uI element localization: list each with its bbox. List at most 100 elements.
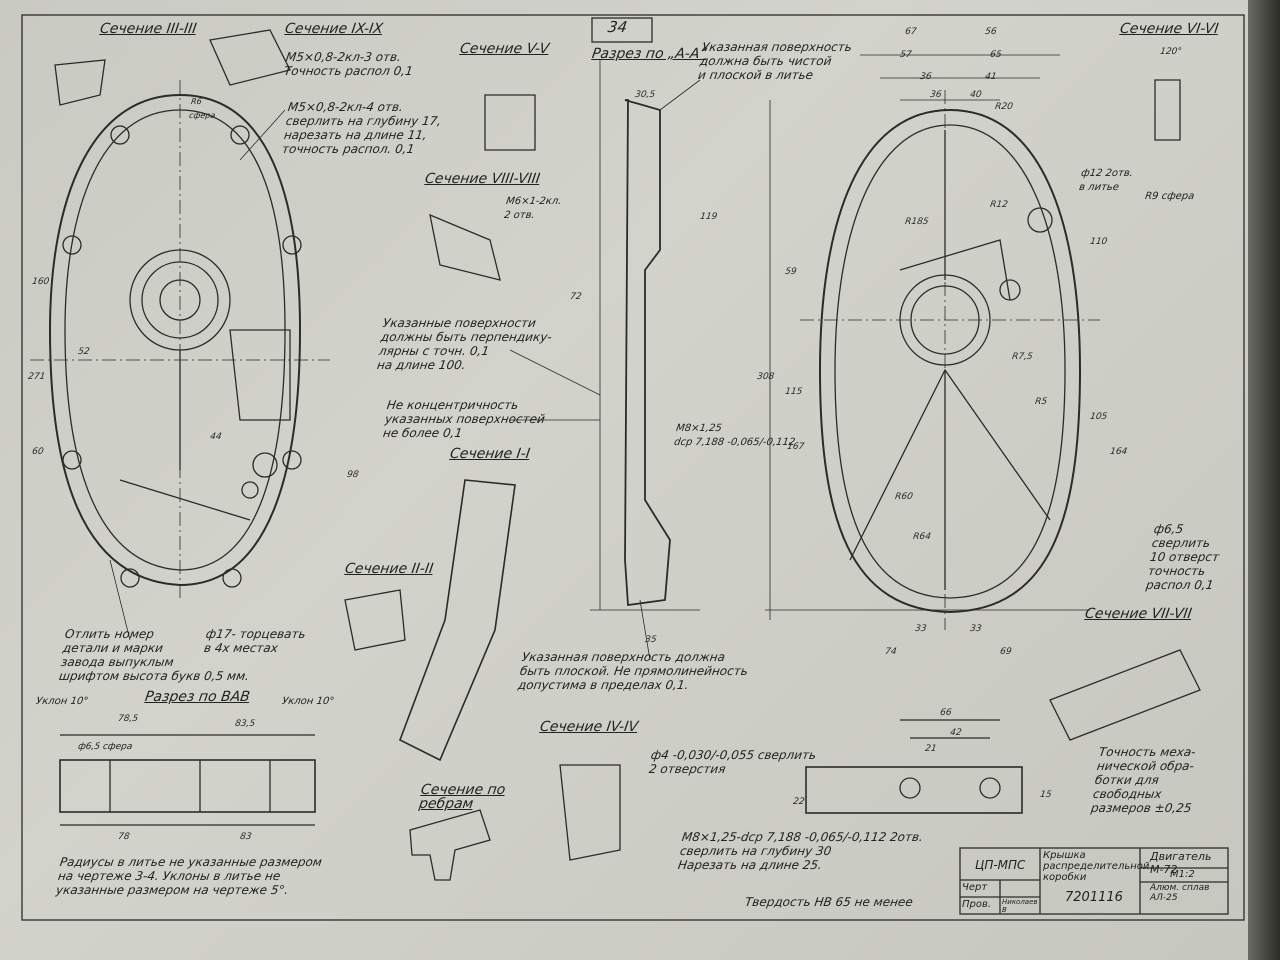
note-tolerance: Точность меха- нической обра- ботки для …	[1090, 745, 1197, 815]
note-m8-2: M8×1,25-dср 7,188 -0,065/-0,112 2отв. св…	[677, 830, 924, 872]
section-title-8: Сечение VIII-VIII	[423, 171, 542, 187]
note-m5-3: M5×0,8-2кл-3 отв. Точность распол 0,1	[283, 50, 414, 78]
dimension: 21	[924, 744, 938, 754]
dimension: 98	[346, 470, 360, 480]
dimension: 33	[969, 624, 983, 634]
dimension: 59	[784, 267, 798, 277]
dimension: 42	[949, 728, 963, 738]
section-4-view	[559, 764, 621, 861]
dimension: 60	[31, 447, 45, 457]
note-concentric: Не концентричность указанных поверхносте…	[382, 398, 546, 440]
dimension: 119	[699, 212, 718, 222]
section-5-view	[484, 94, 536, 151]
section-ribs-view	[409, 809, 491, 881]
dimension: 44	[209, 432, 223, 442]
dimension: R20	[994, 102, 1014, 112]
note-slope-right: Уклон 10°	[281, 696, 335, 707]
section-title-6: Сечение VI-VI	[1118, 21, 1220, 37]
dimension: 66	[939, 708, 953, 718]
dimension: 41	[984, 72, 998, 82]
left-cover-view	[30, 80, 330, 600]
section-bab-view	[59, 734, 316, 826]
dimension: 67	[904, 27, 918, 37]
note-phi17: ф17- торцевать в 4х местах	[203, 627, 307, 655]
dimension: R12	[989, 200, 1009, 210]
dimension: R5	[1034, 397, 1048, 407]
note-radii: Радиусы в литье не указанные размером на…	[55, 855, 323, 897]
dimension: 30,5	[634, 90, 656, 100]
title-block	[959, 847, 1229, 915]
note-phi65: ф6,5 сверлить 10 отверст точность распол…	[1145, 522, 1221, 592]
section-8-view	[429, 213, 501, 281]
dimension: 65	[989, 50, 1003, 60]
title-part-name: Крышка распределительной коробки	[1043, 850, 1150, 883]
dimension: 52	[77, 347, 91, 357]
dimension: 78,5	[117, 714, 139, 724]
dimension: 83	[239, 832, 253, 842]
title-checked-label: Пров.	[962, 899, 992, 910]
section-title-aa: Разрез по „А-А“	[590, 46, 708, 62]
sheet-number-box	[591, 17, 653, 43]
note-surface-clean: Указанная поверхность должна быть чистой…	[697, 40, 853, 82]
note-phi4: ф4 -0,030/-0,055 сверлить 2 отверстия	[648, 748, 818, 776]
dimension: 271	[27, 372, 46, 382]
note-slope-left: Уклон 10°	[35, 696, 89, 707]
dimension: 72	[569, 292, 583, 302]
section-6-view	[1154, 79, 1181, 141]
section-2-view	[344, 589, 406, 651]
leader-lines	[109, 79, 701, 661]
section-3-view	[54, 59, 106, 106]
dimension: R7,5	[1011, 352, 1034, 362]
note-hardness: Твердость НВ 65 не менее	[744, 895, 914, 909]
dimension: 83,5	[234, 719, 256, 729]
title-drawn-label: Черт	[962, 882, 988, 893]
dimension: 40	[969, 90, 983, 100]
title-material: Алюм. сплав АЛ-25	[1150, 883, 1210, 903]
note-m8-small: M8×1,25 dср 7,188 -0,065/-0,112	[673, 423, 796, 448]
section-title-5: Сечение V-V	[458, 41, 551, 57]
section-title-9: Сечение IX-IX	[283, 21, 384, 37]
section-title-bab: Разрез по ВАВ	[143, 689, 251, 705]
drawing-sheet	[0, 0, 1248, 960]
dimension: 308	[756, 372, 775, 382]
dimension: 167	[786, 442, 805, 452]
note-perpendicular: Указанные поверхности должны быть перпен…	[376, 316, 553, 372]
dimension: 56	[984, 27, 998, 37]
section-9-view	[209, 29, 291, 86]
dimension: 36	[919, 72, 933, 82]
drawing-frame	[21, 14, 1245, 921]
dimension: 36	[929, 90, 943, 100]
dimension: 120°	[1159, 47, 1183, 57]
title-product: Двигатель М-72	[1150, 850, 1212, 876]
title-checker: Николаев В	[1002, 898, 1038, 914]
drawing-geometry	[21, 14, 1245, 921]
sheet-number: 34	[606, 18, 629, 36]
dimension: 74	[884, 647, 898, 657]
dimension: 15	[1039, 790, 1053, 800]
note-m6: M6×1-2кл. 2 отв.	[503, 196, 563, 221]
note-r6-sphere: R6 сфера	[188, 97, 216, 120]
section-title-1: Сечение I-I	[448, 446, 532, 462]
section-title-7: Сечение VII-VII	[1083, 606, 1193, 622]
section-title-3: Сечение III-III	[98, 21, 198, 37]
section-aa-view	[590, 60, 700, 611]
section-title-2: Сечение II-II	[343, 561, 435, 577]
section-title-4: Сечение IV-IV	[538, 719, 639, 735]
title-drawing-number: 7201116	[1065, 890, 1123, 905]
dimension: 160	[31, 277, 50, 287]
note-flat: Указанная поверхность должна быть плоско…	[517, 650, 749, 692]
dimension: 22	[792, 797, 806, 807]
small-part-view	[805, 719, 1023, 814]
section-7-view	[1049, 649, 1201, 741]
title-scale: М1:2	[1170, 869, 1195, 880]
dimension: R60	[894, 492, 914, 502]
note-r9: R9 сфера	[1144, 191, 1196, 202]
section-1-view	[398, 479, 516, 762]
section-title-ribs: Сечение по ребрам	[417, 782, 507, 812]
note-sphere: ф6,5 сфера	[77, 742, 133, 752]
dimension: 115	[784, 387, 803, 397]
dimension: R185	[904, 217, 930, 227]
dimension: 69	[999, 647, 1013, 657]
title-org: ЦП-МПС	[975, 858, 1026, 872]
dimension: 164	[1109, 447, 1128, 457]
